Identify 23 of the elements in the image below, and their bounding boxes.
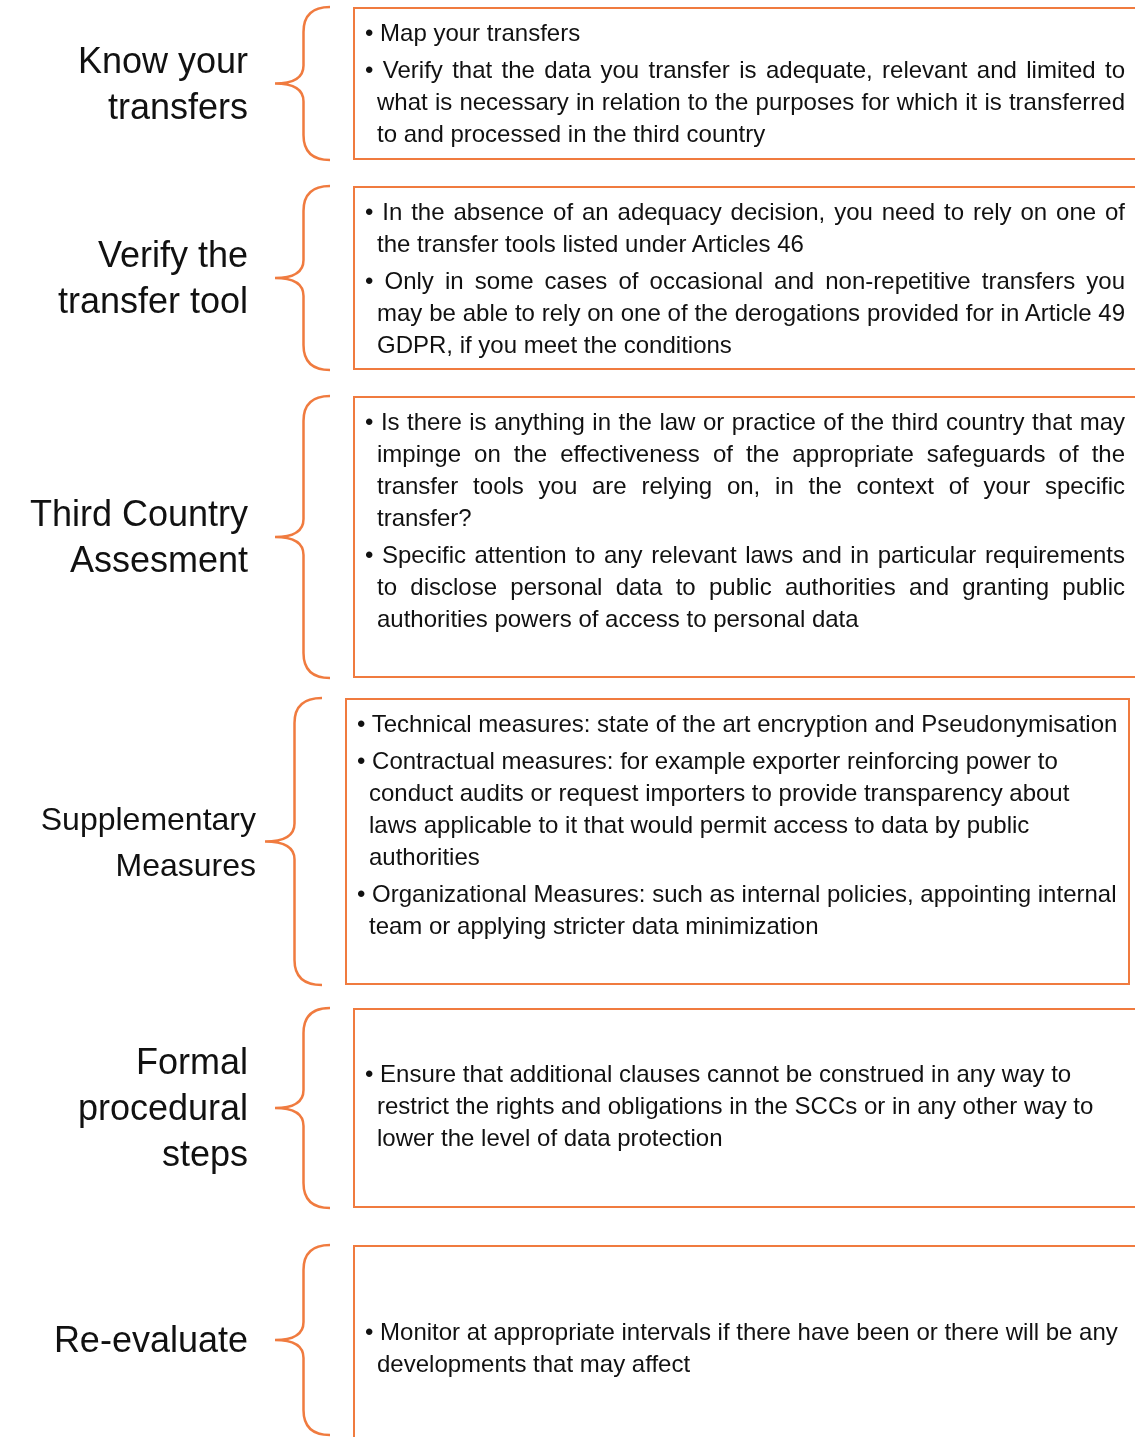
bullet-box [353, 1008, 1135, 1208]
bullet-box [353, 1245, 1135, 1437]
step-heading: Formal procedural steps [76, 1040, 248, 1176]
bullet-text: • Specific attention to any relevant laws and in particular requirements to disclose personal data to public authorities and granting public authorities powers of access to personal data [365, 540, 1125, 634]
bullet-text: • Is there is anything in the law or practice of the third country that may impinge on the effectiveness of the appropriate safeguards of the transfer tools you are relying on, in the context of your specific transfer? [365, 407, 1125, 533]
bullet-box [353, 396, 1135, 678]
bullet-text: • Monitor at appropriate intervals if there have been or there will be any developments that may affect [365, 1316, 1119, 1379]
bullet-text: • Technical measures: state of the art encryption and Pseudonymisation [357, 709, 1119, 739]
step-heading: Re-evaluate [52, 1318, 248, 1362]
bullet-text: • Contractual measures: for example exporter reinforcing power to conduct audits or request importers to provide transparency about laws applicable to it that would permit access to data by public authorities [357, 746, 1071, 872]
bullet-text: • Verify that the data you transfer is adequate, relevant and limited to what is necessary in relation to the purposes for which it is transferred to and processed in the third country [365, 55, 1125, 149]
bullet-text: • Ensure that additional clauses cannot be construed in any way to restrict the rights and obligations in the SCCs or in any other way to lower the level of data protection [365, 1058, 1095, 1153]
bullet-text: • Organizational Measures: such as internal policies, appointing internal team or applying stricter data minimization [357, 879, 1118, 941]
step-heading: Third Country Assesment [28, 492, 248, 582]
step-heading: Know your transfers [76, 38, 248, 129]
bullet-box [345, 698, 1130, 985]
bullet-text: • In the absence of an adequacy decision, you need to rely on one of the transfer tools listed under Articles 46 [365, 197, 1125, 259]
step-heading: Verify the transfer tool [56, 233, 248, 323]
step-heading: Supplementary Measures [39, 799, 256, 885]
bullet-box [353, 7, 1135, 160]
bullet-text: • Only in some cases of occasional and non-repetitive transfers you may be able to rely on one of the derogations provided for in Article 49 GDPR, if you meet the conditions [365, 266, 1125, 360]
bullet-box [353, 186, 1135, 370]
bullet-text: • Map your transfers [365, 18, 582, 48]
